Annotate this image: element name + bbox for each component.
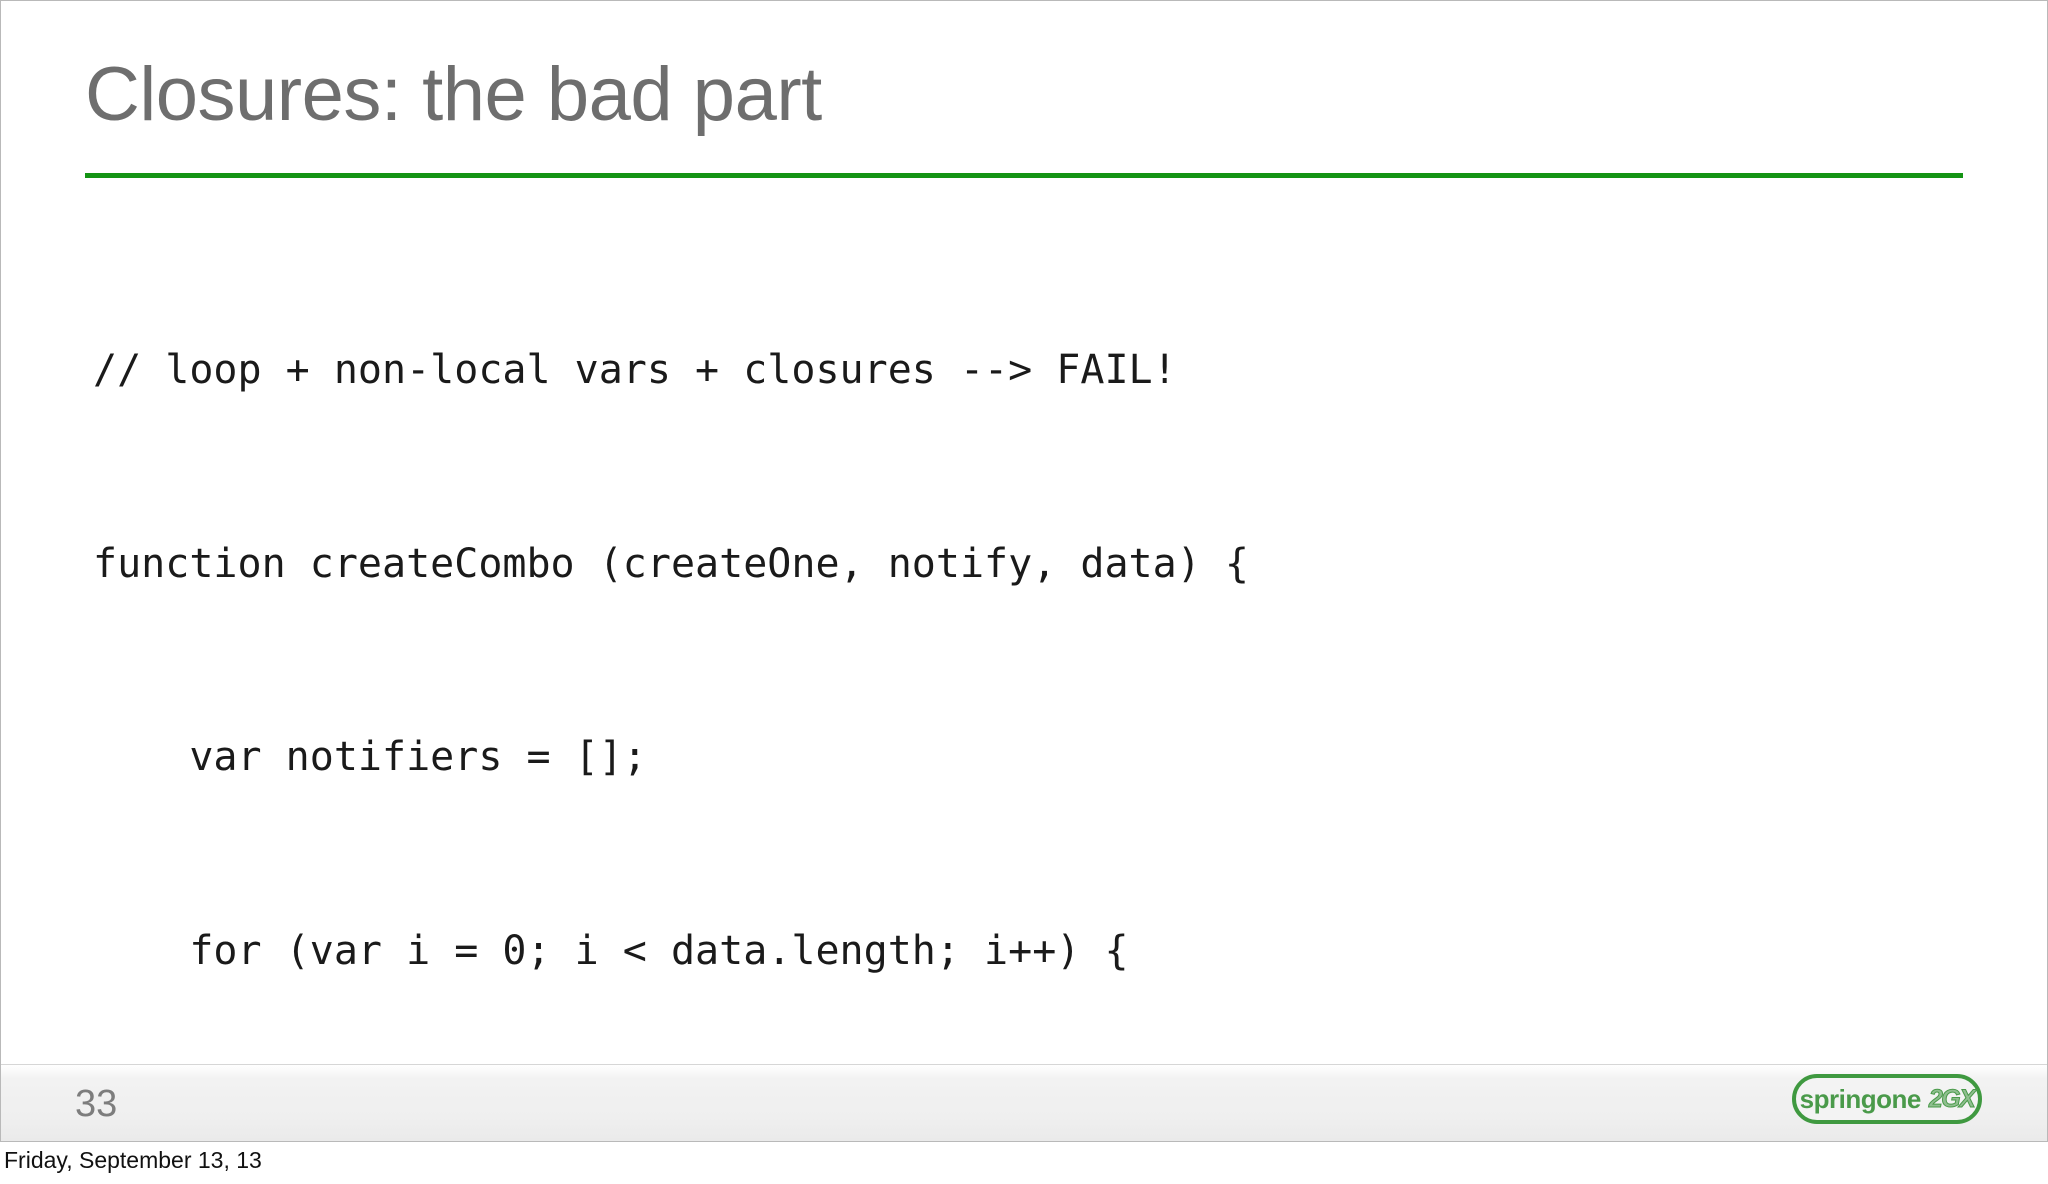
page-number: 33 <box>75 1083 118 1125</box>
code-line: var notifiers = []; <box>93 734 647 780</box>
page-title: Closures: the bad part <box>85 52 822 137</box>
logo-2gx-mark: 2GX <box>1928 1084 1976 1113</box>
code-line: for (var i = 0; i < data.length; i++) { <box>93 927 1129 974</box>
code-block: // loop + non-local vars + closures --> … <box>93 209 1993 1141</box>
springone-logo: springone 2GX <box>1792 1074 1982 1124</box>
code-line: // loop + non-local vars + closures --> … <box>93 347 1177 393</box>
slide-canvas: Closures: the bad part // loop + non-loc… <box>0 0 2048 1142</box>
export-date-caption: Friday, September 13, 13 <box>4 1147 262 1173</box>
title-underline-rule <box>85 173 1963 178</box>
logo-wordmark: springone <box>1799 1084 1922 1114</box>
code-line: function createCombo (createOne, notify,… <box>93 540 1249 587</box>
slide-footer: 33 springone 2GX <box>1 1064 2047 1141</box>
